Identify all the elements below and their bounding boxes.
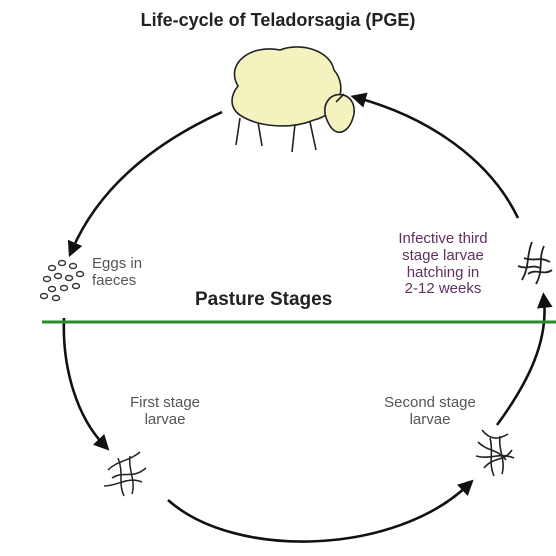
first-stage-label: First stage larvae — [110, 395, 220, 429]
larva-icon — [518, 242, 552, 284]
arrow-infective-to-sheep — [358, 98, 518, 218]
pasture-stages-label: Pasture Stages — [195, 289, 395, 310]
sheep-icon — [232, 47, 354, 152]
arrow-eggs-to-first-stage — [64, 318, 104, 445]
eggs-label: Eggs in faeces — [92, 256, 182, 290]
arrow-first-to-second-stage — [168, 485, 468, 542]
second-stage-label: Second stage larvae — [360, 395, 500, 429]
arrow-sheep-to-eggs — [72, 112, 222, 250]
larva-icon — [476, 430, 514, 476]
diagram-title: Life-cycle of Teladorsagia (PGE) — [0, 10, 556, 30]
larva-icon — [104, 452, 146, 496]
eggs-icon — [41, 261, 84, 301]
infective-larvae-label: Infective third stage larvae hatching in… — [368, 231, 518, 298]
arrow-second-to-infective — [497, 300, 545, 425]
